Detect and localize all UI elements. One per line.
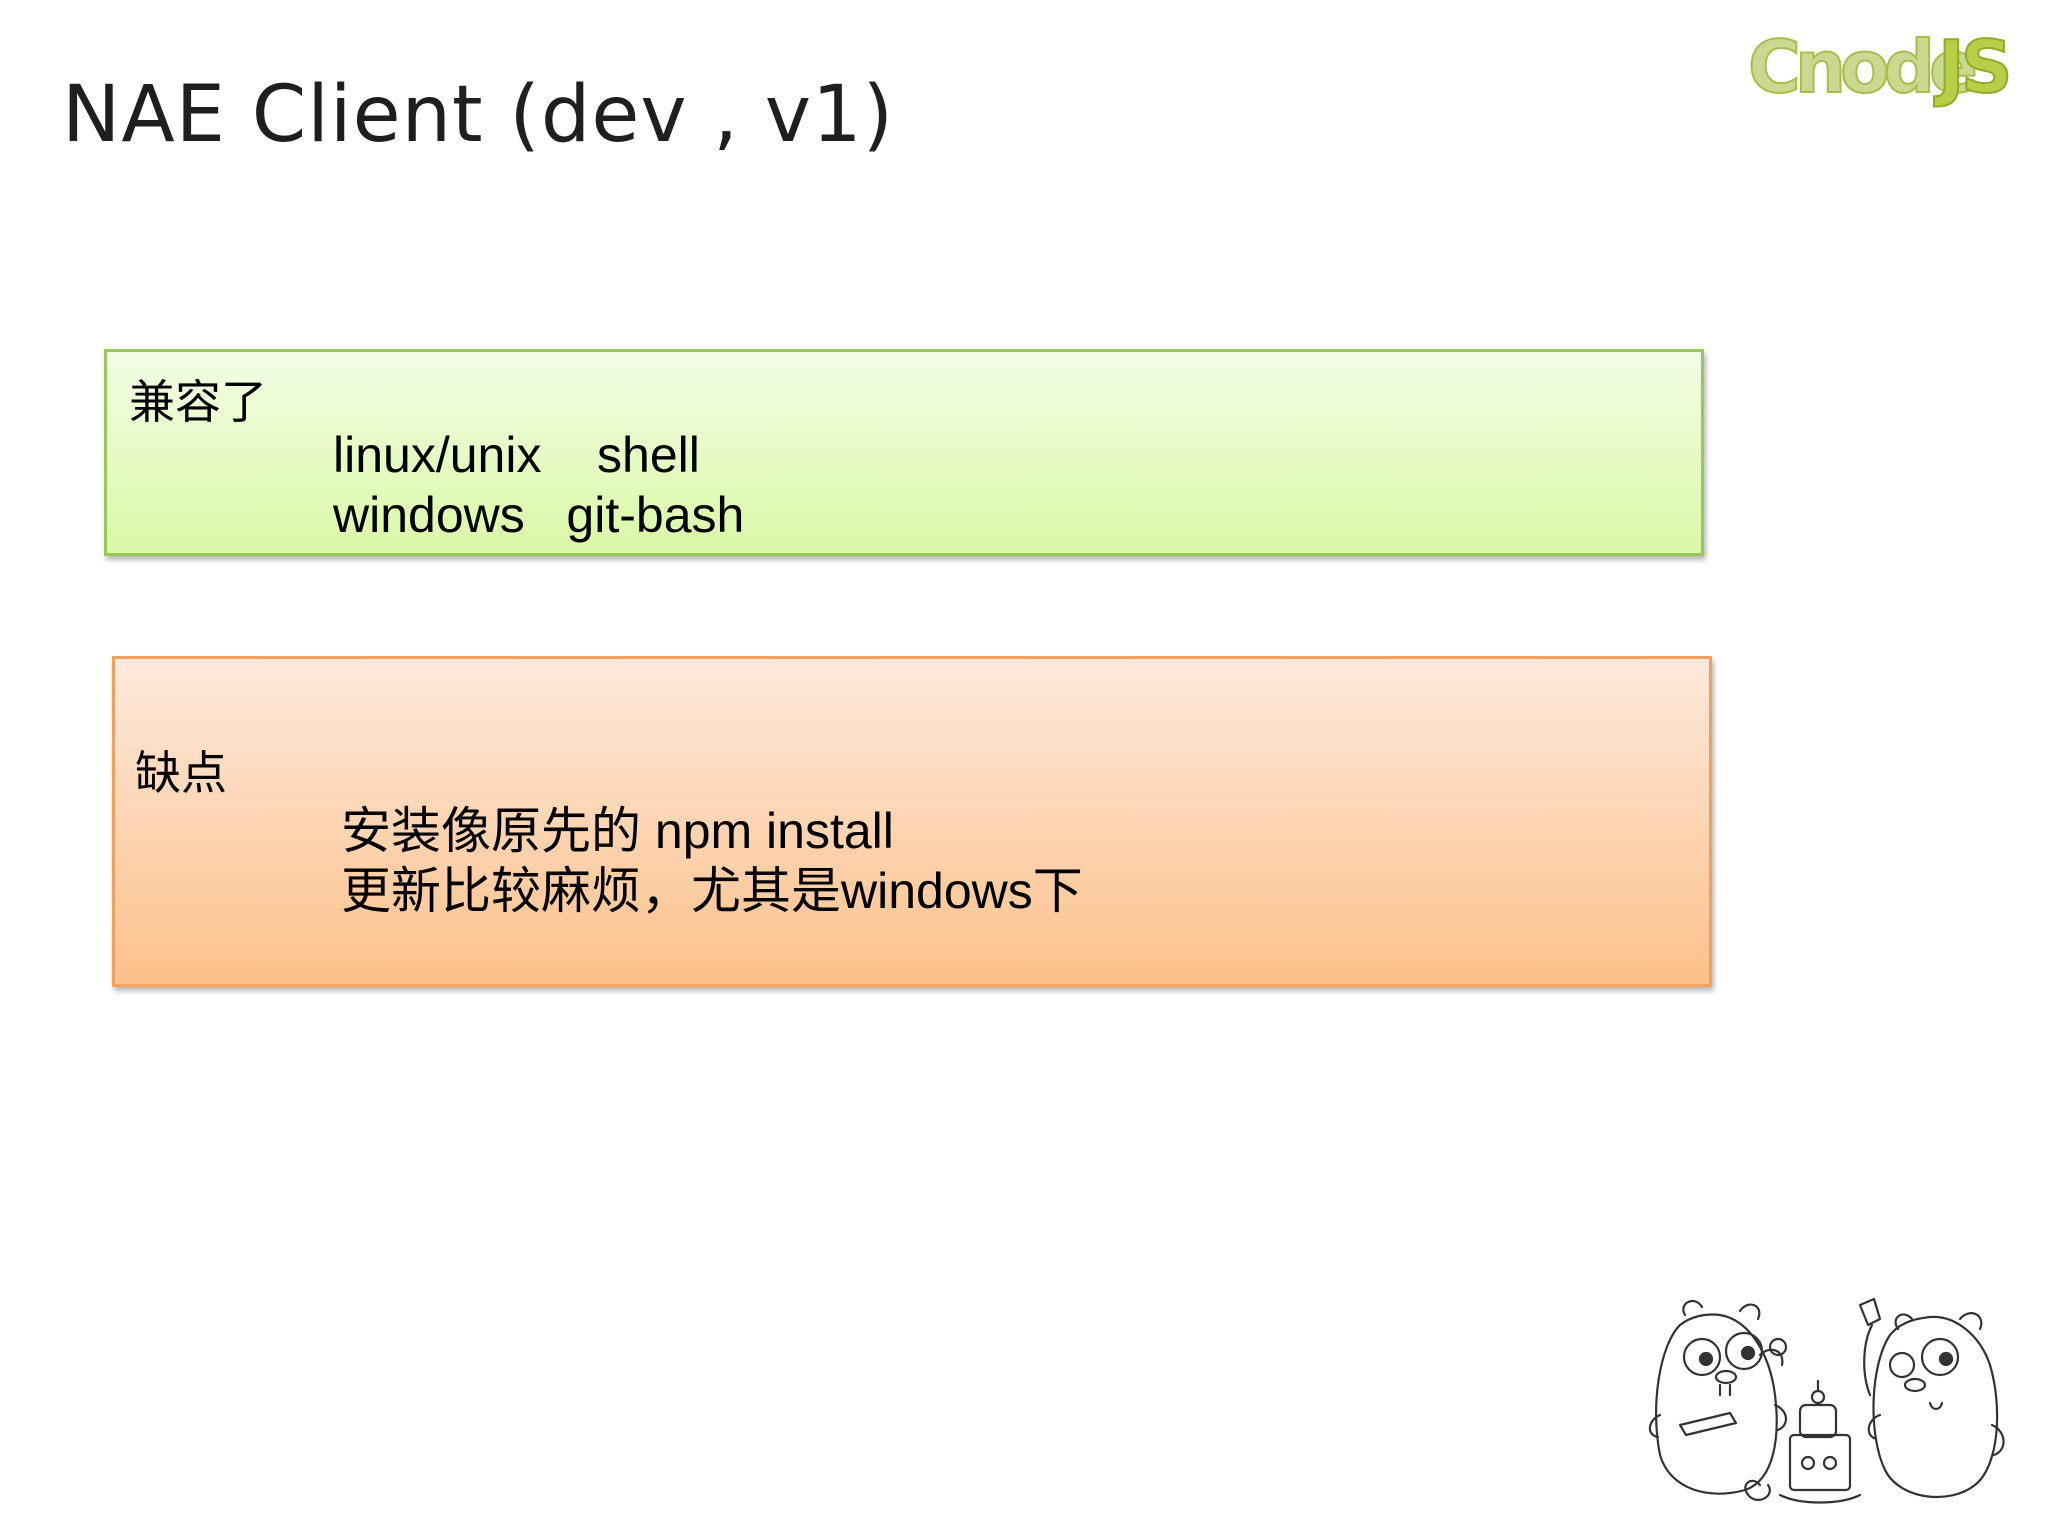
logo-text-cnode: Cnode bbox=[1748, 25, 1975, 109]
cnodejs-logo: Cnode JS bbox=[1748, 24, 2014, 110]
cons-line-install: 安装像原先的 npm install bbox=[341, 803, 894, 859]
cons-panel: 缺点 安装像原先的 npm install 更新比较麻烦，尤其是windows下 bbox=[112, 656, 1712, 987]
go-gophers-image bbox=[1648, 1297, 2005, 1504]
compat-panel: 兼容了 linux/unix shell windows git-bash bbox=[104, 349, 1704, 556]
middle-device bbox=[1744, 1379, 1862, 1504]
compat-line-unix: linux/unix shell bbox=[333, 427, 700, 483]
left-gopher bbox=[1648, 1300, 1788, 1495]
compat-heading: 兼容了 bbox=[129, 376, 267, 428]
right-gopher bbox=[1858, 1297, 2005, 1499]
compat-line-windows: windows git-bash bbox=[333, 487, 745, 543]
cons-line-update: 更新比较麻烦，尤其是windows下 bbox=[341, 863, 1083, 919]
logo-text-js: JS bbox=[1933, 25, 2009, 109]
slide-title: NAE Client (dev , v1) bbox=[62, 70, 895, 160]
cons-heading: 缺点 bbox=[135, 747, 227, 799]
